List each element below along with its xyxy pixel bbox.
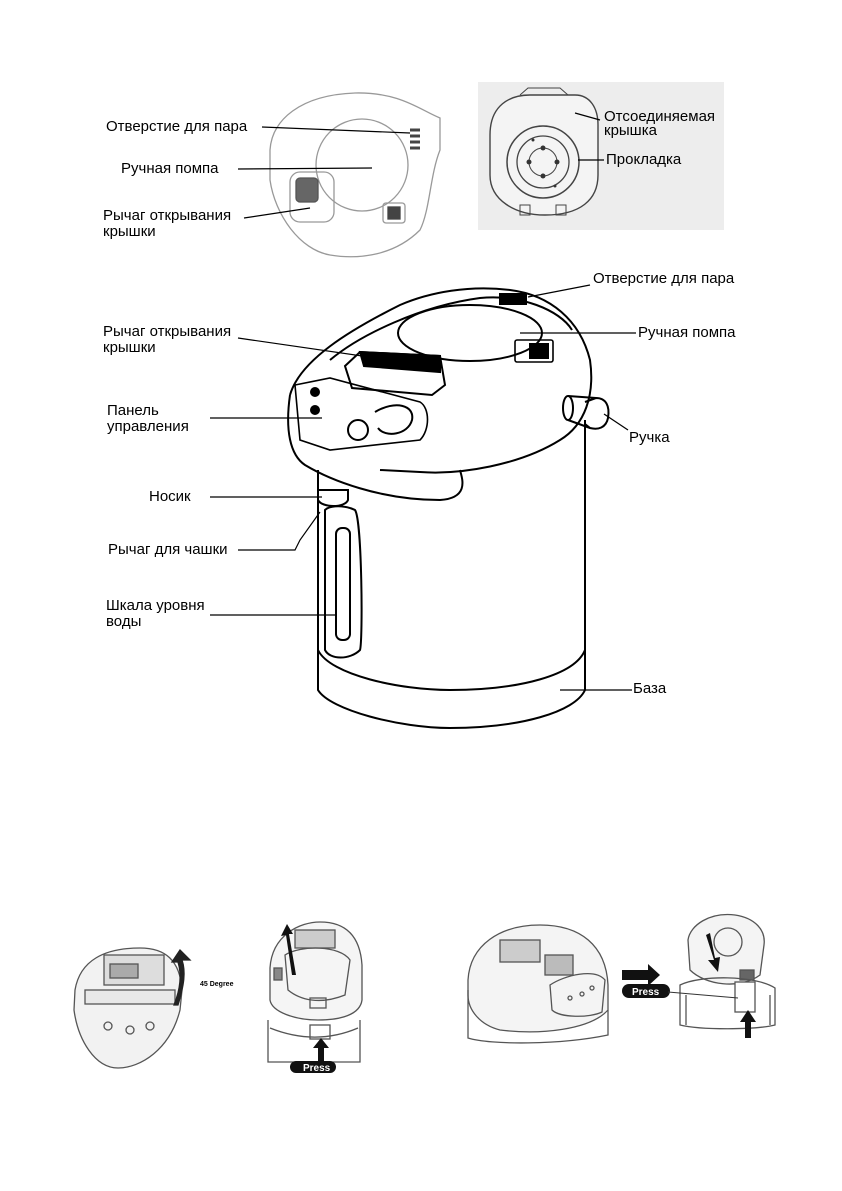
label-lid-lever: Рычаг открывания крышки — [103, 323, 232, 356]
press-badge — [622, 984, 670, 998]
label-lid-lever-top: Рычаг открывания крышки — [103, 207, 232, 240]
step-press-lever — [467, 924, 609, 1044]
step-remove-lid — [267, 921, 363, 1063]
label-detachable-lid: Отсоединяемая крышка — [604, 108, 716, 139]
up-arrow-icon — [740, 1010, 756, 1038]
lid-inner-view — [478, 82, 724, 230]
lid-inner-leaders — [574, 112, 604, 161]
press-badge-label: Press — [303, 1063, 331, 1074]
step-detach-lid — [679, 913, 776, 1030]
up-arrow-icon — [313, 1038, 329, 1062]
label-water-gauge: Шкала уровня воды — [106, 597, 205, 630]
label-steam-vent-top: Отверстие для пара — [106, 118, 248, 135]
label-steam-vent: Отверстие для пара — [593, 270, 735, 287]
label-spout: Носик — [149, 488, 191, 505]
label-control-panel: Панель управления — [107, 402, 189, 435]
label-gasket: Прокладка — [606, 151, 682, 168]
label-handle: Ручка — [629, 429, 670, 446]
press-badge-label: Press — [632, 987, 660, 998]
down-arrow-icon — [706, 933, 720, 972]
press-badge — [290, 1061, 336, 1073]
thermopot-drawing — [287, 287, 610, 730]
up-arrow-icon — [281, 924, 296, 975]
lid-top-view — [269, 92, 441, 258]
label-manual-pump: Ручная помпа — [638, 324, 736, 341]
right-arrow-icon — [622, 964, 660, 986]
main-leaders — [210, 284, 636, 691]
lid-top-leaders — [237, 126, 411, 219]
label-cup-lever: Рычаг для чашки — [108, 541, 228, 558]
step-angle-label: 45 Degree — [200, 981, 234, 988]
label-base: База — [633, 680, 667, 697]
step-open-lid — [73, 947, 192, 1069]
press-leader — [667, 991, 739, 999]
label-manual-pump-top: Ручная помпа — [121, 160, 219, 177]
